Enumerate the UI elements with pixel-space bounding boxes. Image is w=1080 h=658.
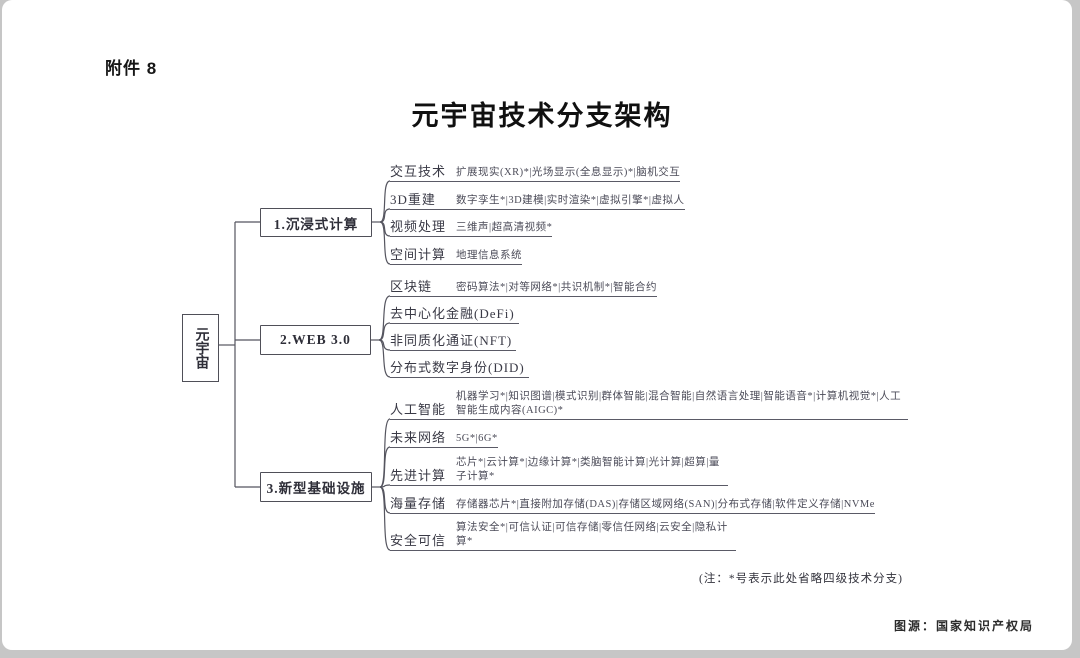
- subtopic-row-spatial-computing: 空间计算 地理信息系统: [390, 248, 522, 265]
- leaf-items: 扩展现实(XR)*|光场显示(全息显示)*|脑机交互: [456, 166, 681, 178]
- leaf-items: 地理信息系统: [456, 249, 522, 261]
- subtopic-row-nft: 非同质化通证(NFT): [390, 333, 517, 351]
- leaf-items: 密码算法*|对等网络*|共识机制*|智能合约: [456, 281, 658, 293]
- subtopic-row-advanced-computing: 先进计算 芯片*|云计算*|边缘计算*|类脑智能计算|光计算|超算|量子计算*: [390, 456, 728, 486]
- subtopic-row-did: 分布式数字身份(DID): [390, 361, 529, 378]
- subtopic-row-artificial-intelligence: 人工智能 机器学习*|知识图谱|模式识别|群体智能|混合智能|自然语言处理|智能…: [390, 390, 908, 420]
- subtopic-label: 空间计算: [390, 247, 447, 262]
- subtopic-label: 未来网络: [390, 430, 447, 445]
- leaf-items: 机器学习*|知识图谱|模式识别|群体智能|混合智能|自然语言处理|智能语音*|计…: [456, 391, 902, 416]
- subtopic-row-mass-storage: 海量存储 存储器芯片*|直接附加存储(DAS)|存储区域网络(SAN)|分布式存…: [390, 497, 875, 514]
- subtopic-row-3d-reconstruction: 3D重建 数字孪生*|3D建模|实时渲染*|虚拟引擎*|虚拟人: [390, 193, 685, 210]
- footnote-asterisk-note: (注：*号表示此处省略四级技术分支): [699, 573, 903, 585]
- leaf-items: 三维声|超高清视频*: [456, 221, 553, 233]
- subtopic-label: 去中心化金融(DeFi): [390, 306, 515, 321]
- subtopic-label: 非同质化通证(NFT): [390, 333, 513, 348]
- subtopic-label: 先进计算: [390, 468, 447, 483]
- attachment-label: 附件 8: [105, 59, 158, 78]
- subtopic-row-interaction-tech: 交互技术 扩展现实(XR)*|光场显示(全息显示)*|脑机交互: [390, 164, 681, 182]
- subtopic-label: 视频处理: [390, 219, 447, 234]
- subtopic-row-video-processing: 视频处理 三维声|超高清视频*: [390, 219, 553, 237]
- subtopic-row-blockchain: 区块链 密码算法*|对等网络*|共识机制*|智能合约: [390, 279, 658, 297]
- branch-immersive-computing: 1.沉浸式计算: [260, 208, 372, 237]
- image-source-credit: 图源：国家知识产权局: [893, 619, 1034, 633]
- leaf-items: 数字孪生*|3D建模|实时渲染*|虚拟引擎*|虚拟人: [456, 194, 685, 206]
- subtopic-row-defi: 去中心化金融(DeFi): [390, 307, 519, 324]
- subtopic-label: 区块链: [390, 279, 433, 294]
- subtopic-label: 分布式数字身份(DID): [390, 360, 525, 375]
- document-page: 附件 8 元宇宙技术分支架构: [2, 0, 1072, 650]
- leaf-items: 芯片*|云计算*|边缘计算*|类脑智能计算|光计算|超算|量子计算*: [456, 457, 720, 482]
- leaf-items: 算法安全*|可信认证|可信存储|零信任网络|云安全|隐私计算*: [456, 522, 728, 547]
- branch-new-infrastructure: 3.新型基础设施: [260, 472, 372, 502]
- connector-lines: [219, 180, 391, 551]
- subtopic-row-security-trust: 安全可信 算法安全*|可信认证|可信存储|零信任网络|云安全|隐私计算*: [390, 521, 736, 551]
- subtopic-row-future-network: 未来网络 5G*|6G*: [390, 431, 498, 448]
- page-title: 元宇宙技术分支架构: [411, 101, 673, 131]
- subtopic-label: 海量存储: [390, 496, 447, 511]
- branch-web3: 2.WEB 3.0: [260, 325, 371, 355]
- leaf-items: 5G*|6G*: [456, 432, 498, 444]
- subtopic-label: 交互技术: [390, 164, 447, 179]
- subtopic-label: 安全可信: [390, 533, 447, 548]
- subtopic-label: 3D重建: [390, 192, 436, 207]
- subtopic-label: 人工智能: [390, 402, 447, 417]
- leaf-items: 存储器芯片*|直接附加存储(DAS)|存储区域网络(SAN)|分布式存储|软件定…: [456, 498, 875, 510]
- root-node-metaverse: 元宇宙: [182, 314, 219, 382]
